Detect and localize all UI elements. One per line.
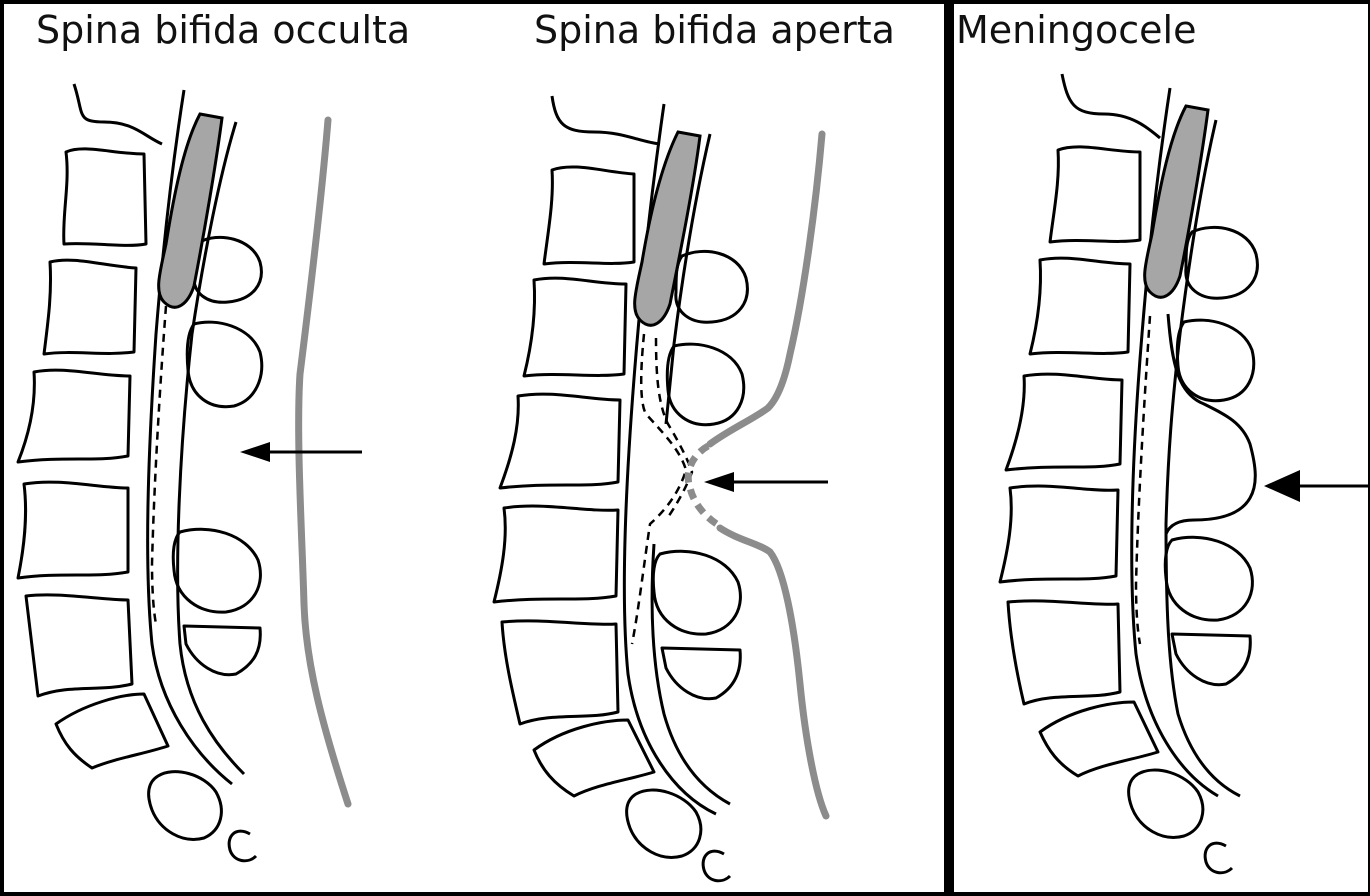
- coccyx-tip: [1205, 843, 1232, 873]
- tissue-line: [1062, 74, 1160, 138]
- coccyx-segment: [627, 790, 701, 857]
- tissue-line: [552, 96, 660, 144]
- vertebral-body: [1008, 601, 1120, 704]
- vertebral-body: [1006, 374, 1122, 470]
- skin-line: [720, 528, 826, 816]
- spinous-process: [653, 551, 740, 634]
- arrow-aperta: [704, 472, 828, 492]
- panel-right: Meningocele: [954, 4, 1368, 892]
- vertebral-body: [500, 394, 620, 488]
- arrow-meningocele: [1264, 470, 1368, 502]
- vertebral-body: [534, 720, 654, 796]
- spinous-process: [1172, 634, 1250, 685]
- skin-line-defect: [688, 446, 720, 526]
- vertebral-body: [1050, 147, 1140, 242]
- vertebral-body: [1040, 702, 1158, 776]
- vertebral-body: [494, 506, 618, 602]
- panel-left: Spina bifida occulta Spina bifida aperta: [4, 4, 944, 892]
- spinous-process: [1177, 320, 1253, 401]
- coccyx-tip: [703, 851, 730, 881]
- diagram-meningocele: [954, 4, 1368, 892]
- cord-dashed: [656, 338, 692, 520]
- spinous-process: [1165, 537, 1252, 620]
- vertebral-body: [524, 278, 626, 376]
- spinous-process: [667, 344, 743, 425]
- spinous-process: [1186, 227, 1258, 298]
- vertebral-body: [1030, 258, 1130, 354]
- skin-line: [710, 134, 822, 444]
- vertebral-body: [1000, 486, 1118, 582]
- vertebral-body: [502, 621, 618, 724]
- canal-wall: [652, 544, 730, 804]
- spinous-process: [662, 648, 740, 699]
- vertebral-body: [544, 167, 634, 264]
- coccyx-segment: [1129, 770, 1203, 837]
- cord-dashed: [632, 334, 686, 644]
- diagram-spina-bifida-aperta: [4, 4, 944, 892]
